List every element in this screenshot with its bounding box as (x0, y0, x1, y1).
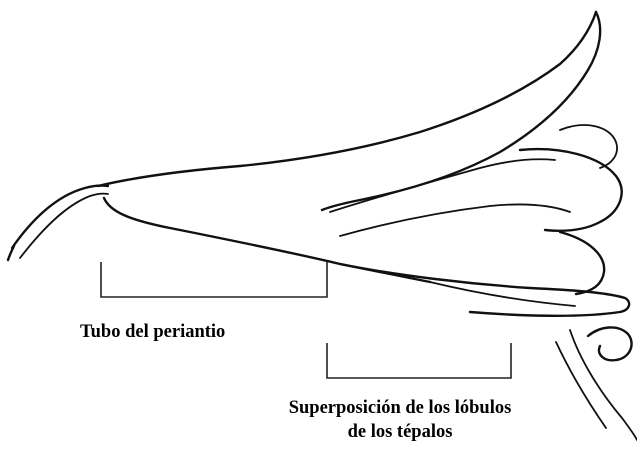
perianth-tube-bracket (100, 262, 328, 298)
stamen-filament-2 (555, 341, 607, 429)
pedicel-outline-inner (19, 192, 109, 259)
stamen-filament (569, 329, 637, 441)
stamen-curl (586, 326, 633, 362)
tepal-overlap-label: Superposición de los lóbulos de los tépa… (230, 396, 570, 444)
upper-tepal-back (320, 10, 602, 212)
perianth-lower-outline (102, 196, 432, 284)
tepal-overlap-label-line2: de los tépalos (347, 422, 453, 442)
pedicel-tip (6, 244, 16, 262)
inner-tepal-line-1 (329, 158, 556, 213)
tepal-overlap-bracket (326, 343, 512, 379)
lower-tepal-inner (429, 281, 576, 307)
inner-tepal-line-2 (339, 203, 571, 237)
tepal-overlap-label-line1: Superposición de los lóbulos (288, 398, 512, 418)
perianth-upper-outline (96, 10, 598, 188)
right-tepal-lobe (558, 230, 606, 296)
perianth-tube-label: Tubo del periantio (80, 322, 226, 342)
middle-tepal-lobe (518, 147, 623, 232)
middle-tepal-curl (559, 124, 618, 169)
flower-drawing (6, 10, 637, 441)
lower-tepal (338, 262, 631, 317)
